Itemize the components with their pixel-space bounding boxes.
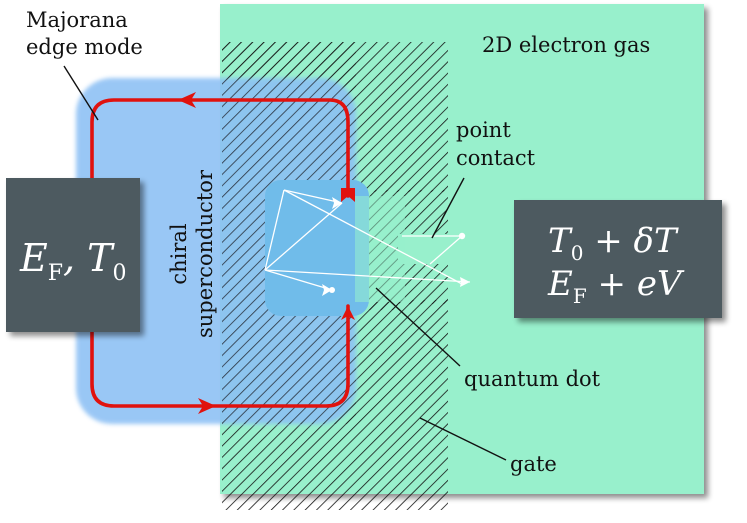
- point-contact-label-line2: contact: [456, 146, 536, 170]
- majorana-label-line1: Majorana: [26, 8, 128, 32]
- gate-upper-tip: [398, 190, 448, 234]
- right-reservoir-line1: T0 + δT: [548, 221, 679, 265]
- quantum-dot-region: [265, 180, 369, 316]
- right-reservoir-line2: EF + eV: [547, 264, 685, 308]
- quantum-dot-opening: [355, 196, 405, 302]
- electron-gas-label: 2D electron gas: [482, 33, 650, 57]
- left-reservoir: [6, 178, 140, 332]
- right-reservoir: [514, 200, 722, 318]
- gate-lower-tip: [398, 264, 448, 304]
- superconductor-label-line2: superconductor: [193, 169, 217, 338]
- trajectory-rays: [264, 189, 471, 291]
- point-contact-label-line1: point: [456, 118, 511, 142]
- ray-arrowheads: [322, 197, 470, 296]
- superconductor-label-line1: chiral: [167, 223, 191, 285]
- gate-label: gate: [510, 452, 557, 476]
- left-reservoir-label: EF, T0: [19, 236, 127, 286]
- quantum-dot-label: quantum dot: [464, 367, 601, 391]
- edge-mode-arrowheads: [178, 92, 355, 414]
- leader-lines: [63, 65, 507, 461]
- majorana-label-line2: edge mode: [26, 35, 143, 59]
